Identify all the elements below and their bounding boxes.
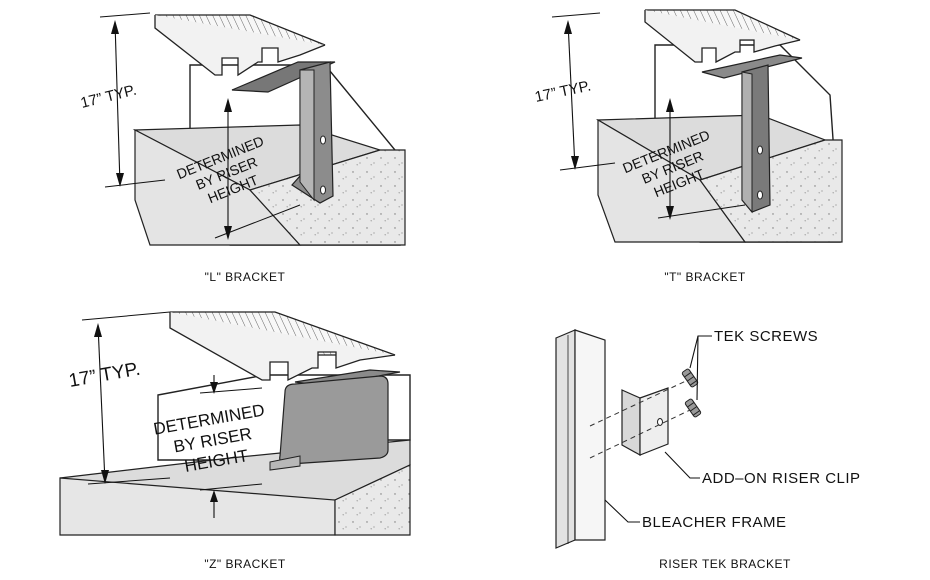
- dimension-arrow: [210, 490, 218, 502]
- t-bracket-illustration: [551, 9, 843, 243]
- dimension-line: [97, 324, 106, 483]
- dimension-line: [114, 21, 121, 186]
- riser-clip-plate: [621, 389, 641, 457]
- concrete-step-front: [597, 118, 747, 243]
- dimension-line: [567, 21, 576, 169]
- l-bracket-leg-face: [299, 69, 315, 202]
- clip-hole: [657, 418, 663, 426]
- tek-screw: [681, 368, 699, 388]
- dimension-arrow: [94, 323, 102, 337]
- extension-line: [551, 12, 601, 18]
- dimension-arrow: [210, 382, 218, 394]
- riser-clip-flange: [639, 387, 669, 456]
- dimension-arrow: [666, 206, 674, 220]
- aluminum-plank-profile: [644, 10, 801, 64]
- riser-clip-label: ADD–ON RISER CLIP: [702, 470, 861, 487]
- riser-tek-bracket-caption: RISER TEK BRACKET: [659, 557, 791, 571]
- height-dimension-label: 17” TYP.: [79, 82, 138, 112]
- dimension-arrow: [564, 20, 572, 34]
- extension-line: [87, 477, 171, 485]
- t-bracket-stem-face: [741, 71, 753, 214]
- extension-line: [214, 204, 301, 239]
- alignment-line: [589, 379, 689, 427]
- bolt-hole: [757, 145, 763, 155]
- concrete-side: [334, 464, 411, 536]
- height-dimension-label: 17” TYP.: [67, 359, 142, 392]
- extension-line: [81, 311, 171, 321]
- bleacher-frame-label: BLEACHER FRAME: [642, 514, 787, 531]
- concrete-step-front: [134, 129, 302, 246]
- bolt-hole: [320, 135, 326, 145]
- frame-leader: [604, 499, 640, 523]
- dimension-arrow: [116, 173, 124, 187]
- bolt-hole: [757, 190, 763, 200]
- l-bracket-caption: "L" BRACKET: [204, 270, 286, 284]
- dimension-arrow: [571, 156, 579, 170]
- height-dimension-label: 17” TYP.: [533, 77, 592, 105]
- extension-line: [559, 162, 616, 171]
- alignment-line: [589, 409, 691, 459]
- riser-tek-illustration: [555, 329, 712, 549]
- extension-line: [199, 483, 263, 491]
- tek-screw: [684, 398, 702, 418]
- bleacher-frame-angle: [555, 329, 576, 549]
- extension-line: [199, 387, 263, 394]
- z-bracket-illustration: [59, 311, 411, 536]
- dimension-arrow: [224, 98, 232, 112]
- l-bracket-illustration: [99, 12, 406, 246]
- concrete-side: [699, 139, 843, 243]
- extension-line: [104, 179, 166, 188]
- tek-screws-label: TEK SCREWS: [714, 328, 818, 345]
- dimension-arrow: [666, 98, 674, 112]
- extension-line: [99, 12, 151, 18]
- bleacher-frame-angle-flange: [574, 329, 606, 541]
- aluminum-plank-profile: [154, 15, 326, 77]
- extension-line: [657, 204, 746, 219]
- screws-leader: [696, 335, 699, 401]
- dimension-arrow: [111, 20, 119, 34]
- z-bracket-bottom-flange: [269, 455, 301, 471]
- clip-leader: [664, 451, 700, 479]
- z-bracket-web: [279, 375, 389, 465]
- dimension-arrow: [101, 470, 109, 484]
- screws-leader: [689, 335, 712, 369]
- z-bracket-caption: "Z" BRACKET: [204, 557, 286, 571]
- t-bracket-top-plate: [701, 54, 803, 79]
- aluminum-plank-profile: [169, 312, 396, 382]
- bolt-hole: [320, 185, 326, 195]
- t-bracket-caption: "T" BRACKET: [664, 270, 746, 284]
